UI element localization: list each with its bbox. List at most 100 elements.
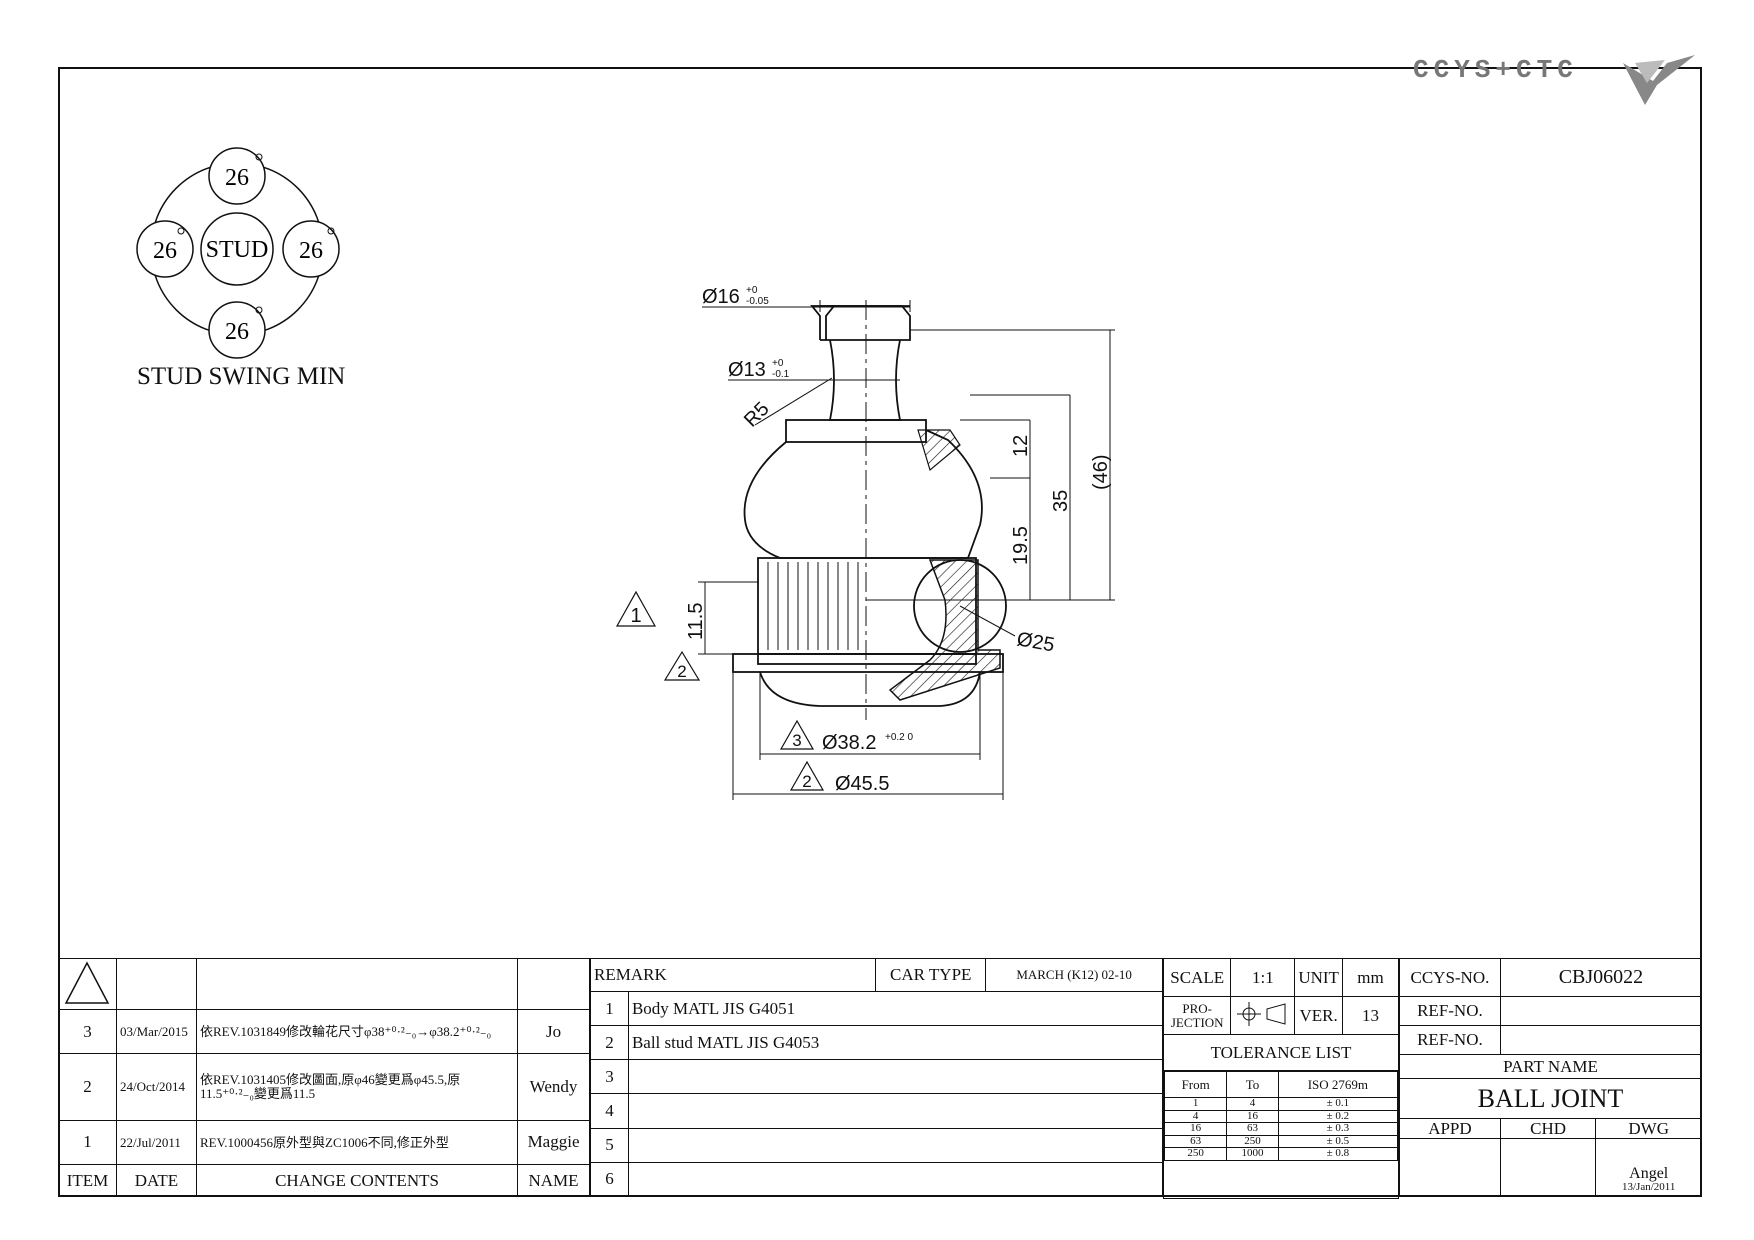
stud-swing-graphic: 26 26 26 26 STUD: [136, 147, 340, 359]
tol-from: 63: [1163, 1134, 1228, 1149]
rev-header-name: NAME: [517, 1164, 590, 1197]
dim-d45-5: Ø45.5: [835, 773, 889, 795]
rev-triangle-2a: 2: [677, 662, 686, 681]
spec-table: SCALE 1:1 UNIT mm PRO- JECTION VER. 13 T…: [1162, 958, 1400, 1199]
tolerance-title: TOLERANCE LIST: [1163, 1034, 1399, 1071]
dim-11-5: 11.5: [685, 603, 707, 640]
rev-name: Maggie: [517, 1119, 590, 1166]
rev-date: 03/Mar/2015: [115, 1008, 197, 1055]
ball-joint-svg: 1 2 3 2 Ø16 +0 -0.05 Ø13 +0 -0.1 R5 12 3…: [615, 285, 1115, 800]
remark-no: 6: [590, 1161, 629, 1198]
ccys-no-label: CCYS-NO.: [1399, 958, 1501, 997]
revision-row: 3 03/Mar/2015 依REV.1031849修改輪花尺寸φ38⁺⁰·²₋…: [58, 1008, 590, 1055]
remark-no: 5: [590, 1127, 629, 1163]
unit-value: mm: [1341, 958, 1400, 997]
revision-table: 3 03/Mar/2015 依REV.1031849修改輪花尺寸φ38⁺⁰·²₋…: [58, 958, 590, 1197]
rev-name: Wendy: [517, 1053, 590, 1121]
tol-from: 1: [1163, 1097, 1228, 1111]
rev-date: 24/Oct/2014: [115, 1053, 197, 1121]
tol-value: ± 0.3: [1277, 1122, 1399, 1136]
rev-item: 3: [58, 1008, 117, 1055]
projection-label: PRO- JECTION: [1162, 996, 1232, 1035]
ref-no-value-1: [1499, 996, 1703, 1026]
unit-label: UNIT: [1294, 958, 1343, 997]
revision-row: 2 24/Oct/2014 依REV.1031405修改圖面,原φ46變更爲φ4…: [58, 1053, 590, 1121]
remark-text: [627, 1059, 1164, 1095]
remark-text: [627, 1093, 1164, 1129]
scale-label: SCALE: [1162, 958, 1232, 997]
swing-center-label: STUD: [206, 237, 269, 263]
rev-header-date: DATE: [115, 1164, 197, 1197]
rev-item: 1: [58, 1119, 117, 1166]
logo-wing-icon: [1623, 55, 1695, 105]
dim-35: 35: [1050, 490, 1072, 512]
ref-no-label-1: REF-NO.: [1399, 996, 1501, 1026]
remark-text: Ball stud MATL JIS G4053: [627, 1025, 1164, 1061]
dim-d16-tol-upper: +0: [746, 285, 758, 296]
rev-triangle-1: 1: [630, 605, 641, 627]
dim-d25: Ø25: [1015, 628, 1056, 656]
rev-header-contents: CHANGE CONTENTS: [195, 1164, 519, 1197]
rev-triangle-2b: 2: [802, 772, 811, 791]
tol-from: 250: [1163, 1147, 1228, 1161]
appd-value: [1399, 1138, 1501, 1197]
stud-swing-diagram: 26 26 26 26 STUD STUD SWING MIN: [125, 135, 375, 395]
car-type-value: MARCH (K12) 02-10: [985, 958, 1163, 992]
rev-date: 22/Jul/2011: [115, 1119, 197, 1166]
remark-no: 4: [590, 1093, 629, 1129]
tol-header-to: To: [1226, 1071, 1279, 1098]
remark-text: Body MATL JIS G4051: [627, 990, 1164, 1027]
swing-angle-top: 26: [225, 165, 249, 191]
dim-d16-tol-lower: -0.05: [746, 296, 769, 307]
tol-value: ± 0.8: [1277, 1147, 1399, 1161]
dwg-label: DWG: [1595, 1118, 1702, 1139]
tol-from: 16: [1163, 1122, 1228, 1136]
ccys-no-value: CBJ06022: [1499, 958, 1703, 997]
swing-angle-left: 26: [153, 238, 177, 264]
tol-header-iso: ISO 2769m: [1277, 1071, 1399, 1098]
rev-blank-triangle: [58, 958, 117, 1010]
dim-d13-tol-upper: +0: [772, 358, 784, 369]
rev-content: REV.1000456原外型與ZC1006不同,修正外型: [195, 1119, 519, 1166]
company-logo: CCYS+CTC: [1395, 45, 1695, 105]
appd-label: APPD: [1399, 1118, 1501, 1139]
part-name-label: PART NAME: [1399, 1054, 1702, 1079]
dim-d16: Ø16: [702, 286, 740, 308]
rev-name: Jo: [517, 1008, 590, 1055]
dim-12: 12: [1010, 435, 1032, 457]
dim-r5: R5: [740, 398, 774, 432]
tol-to: 4: [1226, 1097, 1279, 1111]
tol-value: ± 0.5: [1277, 1134, 1399, 1149]
tol-header-from: From: [1163, 1071, 1228, 1098]
rev-content: 依REV.1031849修改輪花尺寸φ38⁺⁰·²₋₀→φ38.2⁺⁰·²₋₀: [195, 1008, 519, 1055]
tol-from: 4: [1163, 1109, 1228, 1124]
remark-header: REMARK: [589, 958, 877, 992]
part-name-value: BALL JOINT: [1399, 1078, 1702, 1119]
dim-46: (46): [1090, 454, 1112, 490]
dim-d13-tol-lower: -0.1: [772, 369, 790, 380]
tol-to: 1000: [1226, 1147, 1279, 1161]
stud-swing-caption: STUD SWING MIN: [137, 363, 346, 390]
projection-symbol-icon: [1230, 996, 1296, 1035]
logo-text: CCYS+CTC: [1413, 55, 1578, 85]
dim-19-5: 19.5: [1010, 526, 1032, 565]
tol-to: 16: [1226, 1109, 1279, 1124]
dwg-name: Angel: [1629, 1164, 1669, 1182]
chd-value: [1499, 1138, 1597, 1197]
dim-d38-2: Ø38.2: [822, 732, 876, 754]
car-type-label: CAR TYPE: [875, 958, 987, 992]
dim-d38-2-tol: +0.2 0: [885, 732, 914, 743]
swing-angle-right: 26: [299, 238, 323, 264]
chd-label: CHD: [1499, 1118, 1597, 1139]
ver-label: VER.: [1294, 996, 1343, 1035]
dim-d13: Ø13: [728, 359, 766, 381]
ver-value: 13: [1341, 996, 1400, 1035]
tol-to: 250: [1226, 1134, 1279, 1149]
tol-value: ± 0.1: [1277, 1097, 1399, 1111]
